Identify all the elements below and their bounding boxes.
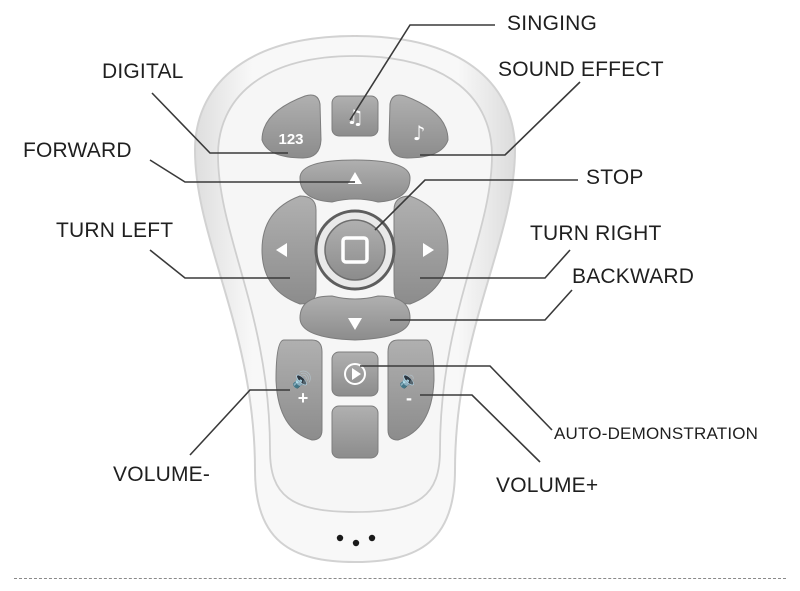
digital-icon: 123	[278, 131, 303, 148]
digital-button[interactable]	[261, 94, 322, 159]
volume-minus-sign: -	[406, 388, 412, 408]
singing-button[interactable]	[331, 95, 379, 137]
label-turn-left: TURN LEFT	[56, 219, 174, 242]
label-digital: DIGITAL	[102, 60, 184, 83]
speaker-hole	[336, 534, 344, 542]
sound-effect-icon: ♪	[413, 121, 426, 145]
label-auto-demonstration: AUTO-DEMONSTRATION	[554, 424, 759, 443]
leader-singing	[349, 24, 495, 121]
dashed-divider	[14, 578, 786, 579]
turn-right-button[interactable]	[393, 195, 449, 305]
volume-down-button[interactable]	[387, 339, 435, 441]
label-backward: BACKWARD	[572, 265, 695, 288]
turn-left-button[interactable]	[261, 195, 317, 305]
music-note-icon: ♫	[346, 105, 364, 129]
label-sound-effect: SOUND EFFECT	[498, 58, 664, 81]
leader-auto-demonstration	[360, 365, 553, 431]
speaker-loud-icon: 🔊	[292, 370, 312, 389]
arrow-left-icon	[276, 243, 287, 257]
label-forward: FORWARD	[23, 139, 132, 162]
label-stop: STOP	[586, 166, 644, 189]
blank-button[interactable]	[331, 405, 379, 459]
leader-volume-plus	[420, 394, 541, 463]
stop-button[interactable]	[324, 219, 386, 281]
leader-backward	[390, 289, 573, 321]
stop-square-icon	[341, 236, 369, 264]
leader-sound-effect	[420, 81, 581, 156]
sound-effect-button[interactable]	[388, 94, 449, 159]
leader-turn-left	[149, 249, 290, 279]
label-volume-plus: VOLUME+	[496, 474, 599, 497]
leader-stop	[374, 179, 578, 231]
arrow-up-icon	[348, 172, 362, 184]
leader-digital	[151, 92, 288, 154]
label-turn-right: TURN RIGHT	[530, 222, 662, 245]
label-volume-minus: VOLUME-	[113, 463, 211, 486]
leader-turn-right	[420, 249, 571, 279]
volume-up-button[interactable]	[275, 339, 323, 441]
speaker-hole	[368, 534, 376, 542]
play-triangle-icon	[352, 368, 361, 380]
play-icon	[344, 363, 366, 385]
leader-forward	[149, 159, 355, 183]
leader-volume-minus	[189, 389, 290, 456]
speaker-hole	[352, 539, 360, 547]
arrow-right-icon	[423, 243, 434, 257]
volume-plus-sign: +	[298, 388, 309, 408]
speaker-quiet-icon: 🔉	[399, 370, 419, 389]
label-singing: SINGING	[507, 12, 598, 35]
arrow-down-icon	[348, 318, 362, 330]
